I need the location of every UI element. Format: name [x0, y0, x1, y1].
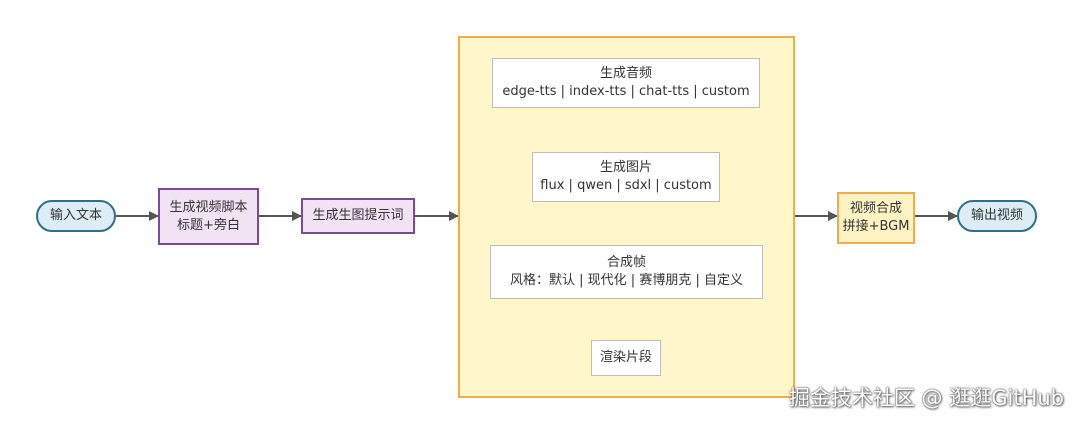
- node-video-compose-title: 视频合成: [849, 201, 902, 216]
- node-generate-audio-options: edge-tts | index-tts | chat-tts | custom: [502, 84, 750, 99]
- node-video-compose-subtitle: 拼接+BGM: [842, 219, 910, 234]
- node-input-text-label: 输入文本: [49, 208, 102, 223]
- node-generate-script-subtitle: 标题+旁白: [177, 217, 240, 233]
- node-compose-frame-title: 合成帧: [606, 255, 646, 270]
- node-generate-image-options: flux | qwen | sdxl | custom: [540, 178, 712, 193]
- node-generate-image: 生成图片 flux | qwen | sdxl | custom: [532, 152, 720, 202]
- node-compose-frame-styles: 风格：默认 | 现代化 | 赛博朋克 | 自定义: [510, 273, 743, 288]
- node-render-clip: 渲染片段: [591, 340, 661, 376]
- node-generate-image-title: 生成图片: [599, 160, 652, 175]
- node-compose-frame: 合成帧 风格：默认 | 现代化 | 赛博朋克 | 自定义: [490, 245, 763, 299]
- node-generate-script-title: 生成视频脚本: [169, 199, 248, 215]
- node-input-text: 输入文本: [36, 200, 116, 232]
- node-output-video-label: 输出视频: [970, 208, 1023, 223]
- node-generate-audio: 生成音频 edge-tts | index-tts | chat-tts | c…: [492, 58, 760, 108]
- node-video-compose: 视频合成 拼接+BGM: [837, 192, 915, 244]
- watermark-text: 掘金技术社区 @ 逛逛GitHub: [788, 386, 1064, 410]
- node-generate-prompt-label: 生成生图提示词: [312, 208, 404, 223]
- node-render-clip-label: 渲染片段: [599, 350, 652, 365]
- node-generate-prompt: 生成生图提示词: [301, 198, 415, 234]
- node-generate-audio-title: 生成音频: [599, 66, 652, 81]
- node-generate-script: 生成视频脚本 标题+旁白: [158, 188, 259, 245]
- node-output-video: 输出视频: [957, 200, 1037, 232]
